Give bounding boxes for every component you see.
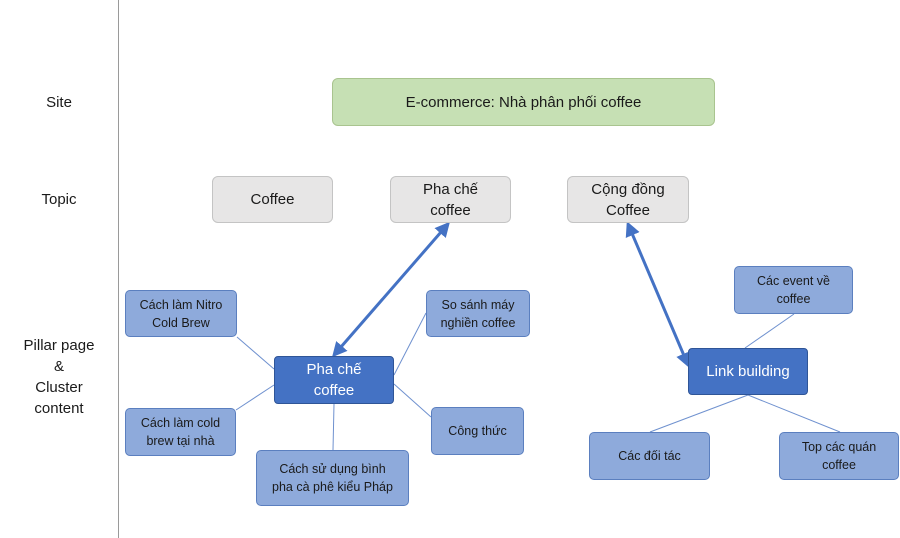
pillar-pha-che-coffee-label: Pha chế coffee bbox=[306, 361, 362, 399]
cluster-event-coffee-label: Các event về coffee bbox=[757, 274, 830, 306]
connector-binh-phap bbox=[332, 403, 335, 451]
pillar-pha-che-coffee: Pha chế coffee bbox=[274, 356, 394, 404]
cluster-nitro-cold-brew: Cách làm Nitro Cold Brew bbox=[125, 290, 237, 337]
cluster-event-coffee: Các event về coffee bbox=[734, 266, 853, 314]
row-label-site: Site bbox=[46, 94, 72, 111]
cluster-cong-thuc-label: Công thức bbox=[448, 424, 507, 438]
site-node: E-commerce: Nhà phân phối coffee bbox=[332, 78, 715, 126]
cluster-doi-tac: Các đối tác bbox=[589, 432, 710, 480]
topic-coffee: Coffee bbox=[212, 176, 333, 223]
column-divider bbox=[118, 0, 119, 538]
cluster-cong-thuc: Công thức bbox=[431, 407, 524, 455]
site-node-label: E-commerce: Nhà phân phối coffee bbox=[405, 93, 642, 111]
connector-doi-tac bbox=[649, 394, 749, 433]
row-label-pillar-cluster: Pillar page & Cluster content bbox=[23, 337, 95, 417]
connector-event bbox=[744, 313, 795, 349]
pillar-link-building-label: Link building bbox=[706, 363, 790, 380]
connector-top-quan bbox=[747, 394, 841, 433]
cluster-top-quan-label: Top các quán coffee bbox=[801, 440, 877, 472]
cluster-cold-brew-tai-nha: Cách làm cold brew tại nhà bbox=[125, 408, 236, 456]
cluster-binh-phap: Cách sử dụng bình pha cà phê kiểu Pháp bbox=[256, 450, 409, 506]
cluster-doi-tac-label: Các đối tác bbox=[618, 449, 681, 463]
cluster-binh-phap-label: Cách sử dụng bình pha cà phê kiểu Pháp bbox=[272, 462, 393, 494]
pillar-link-building: Link building bbox=[688, 348, 808, 395]
cluster-cold-brew-tai-nha-label: Cách làm cold brew tại nhà bbox=[140, 416, 221, 448]
topic-coffee-label: Coffee bbox=[250, 191, 295, 208]
arrow-pha-che bbox=[332, 221, 450, 358]
cluster-so-sanh-may-label: So sánh máy nghiền coffee bbox=[440, 297, 516, 330]
cluster-so-sanh-may: So sánh máy nghiền coffee bbox=[426, 290, 530, 337]
arrow-link-building bbox=[625, 221, 691, 368]
connector-so-sanh bbox=[393, 312, 427, 376]
connector-nitro bbox=[236, 336, 275, 370]
cluster-top-quan: Top các quán coffee bbox=[779, 432, 899, 480]
topic-pha-che-coffee-label: Pha chế coffee bbox=[422, 180, 479, 219]
topic-pha-che-coffee: Pha chế coffee bbox=[390, 176, 511, 223]
topic-cong-dong-coffee: Cộng đồng Coffee bbox=[567, 176, 689, 223]
connector-cold-brew bbox=[235, 384, 275, 411]
cluster-nitro-cold-brew-label: Cách làm Nitro Cold Brew bbox=[139, 297, 223, 330]
row-label-topic: Topic bbox=[41, 191, 77, 208]
connector-cong-thuc bbox=[393, 383, 432, 418]
topic-cong-dong-coffee-label: Cộng đồng Coffee bbox=[591, 180, 665, 219]
